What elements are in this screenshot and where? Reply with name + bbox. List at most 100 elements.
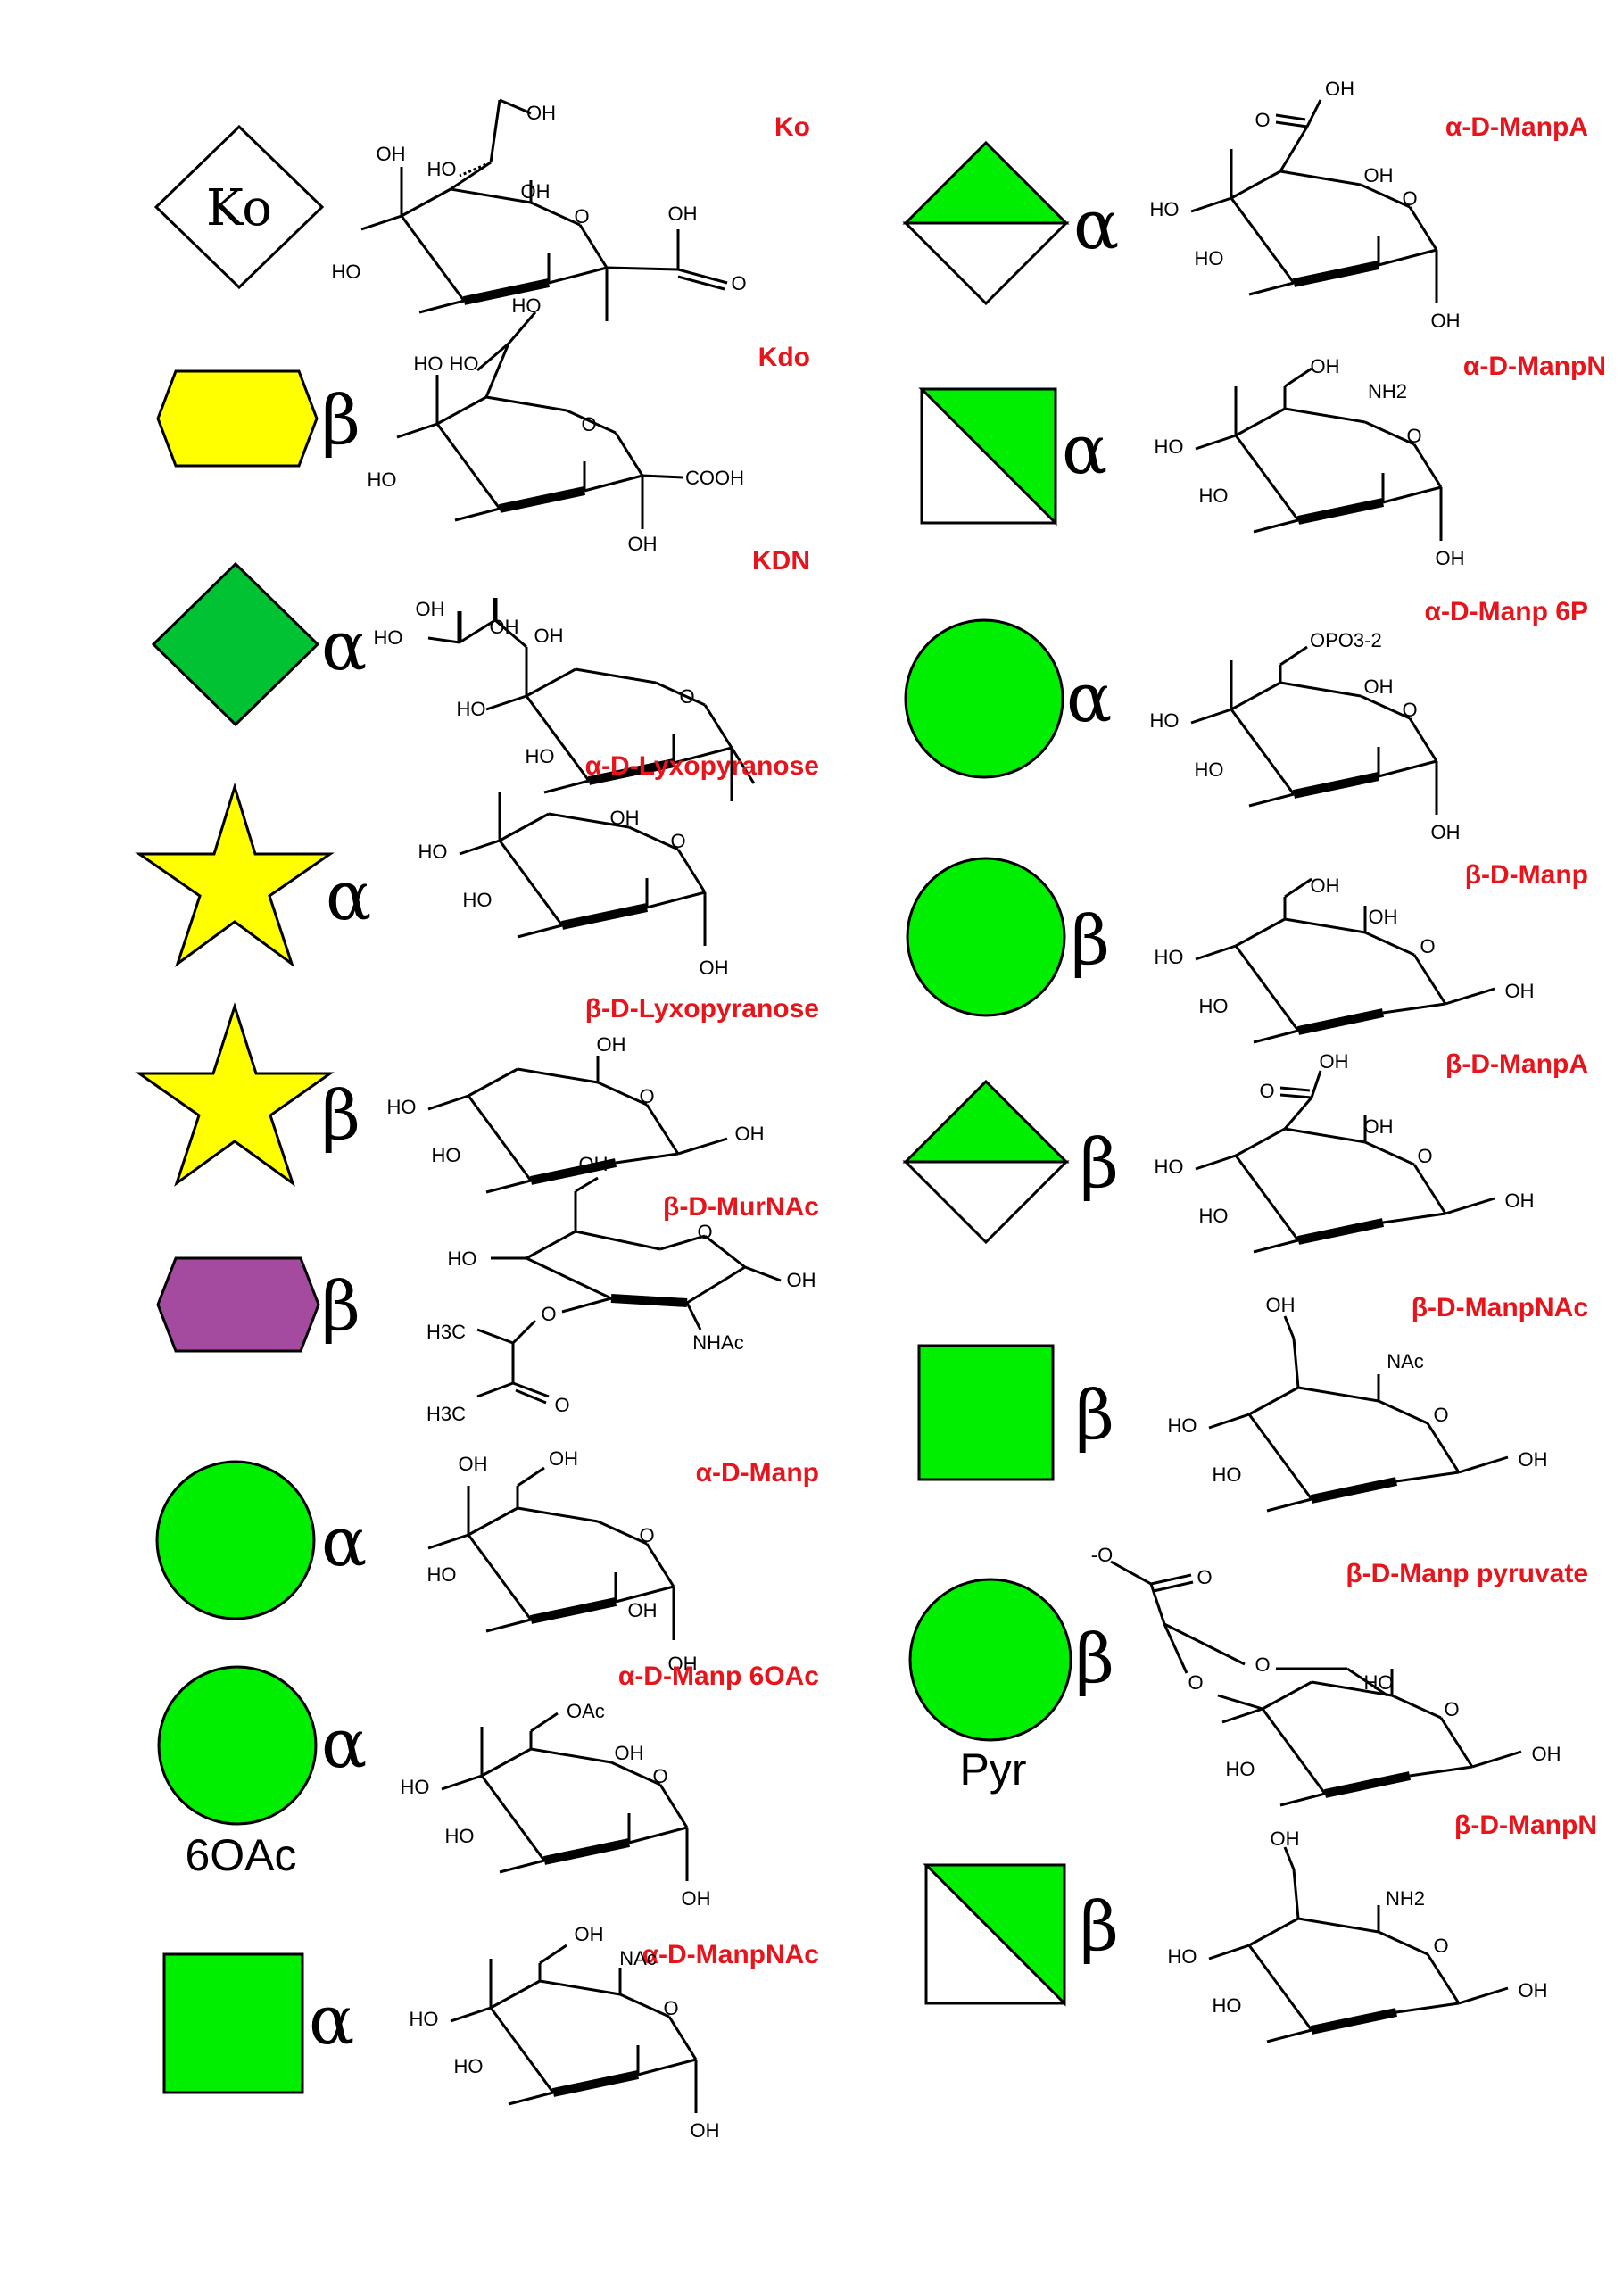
b-manpnac-oh-label: OH xyxy=(1266,1294,1296,1316)
a-manp-row: α α-D-Manp OH OH HO O OH OH xyxy=(155,1447,819,1675)
kdo-ho-label: HO xyxy=(368,468,397,491)
b-manpnac-ho-label: HO xyxy=(1213,1463,1242,1486)
ko-oh-label: OH xyxy=(526,102,556,124)
ko-oh-label: OH xyxy=(668,203,698,225)
b-manppyr-o-label: O xyxy=(1197,1566,1212,1588)
a-manp6p-opo3-label: OPO3-2 xyxy=(1310,629,1382,651)
a-manp-oh-label: OH xyxy=(628,1599,658,1621)
a-manp6p-circle-symbol xyxy=(904,618,1064,779)
a-manpa-ring-o-label: O xyxy=(1402,187,1417,210)
b-manpa-oh-label: OH xyxy=(1505,1189,1535,1212)
a-manpn-ring-o-label: O xyxy=(1406,425,1421,447)
a-lyxo-ring-o-label: O xyxy=(670,830,685,852)
b-manpnac-oh-label: OH xyxy=(1519,1448,1548,1471)
a-manp6oac-ho-label: HO xyxy=(445,1825,475,1847)
b-murnac-ring-o-label: O xyxy=(697,1221,712,1243)
ko-oh-label: OH xyxy=(377,143,406,165)
a-manpn-oh-label: OH xyxy=(1311,355,1340,377)
b-manppyr-structure: O O O -O HO HO O OH xyxy=(1091,1544,1561,1805)
a-manpa-diamond-symbol-top xyxy=(902,140,1070,225)
kdo-name: Kdo xyxy=(758,343,810,372)
a-manpa-structure: O OH HO HO OH O OH xyxy=(1150,78,1461,332)
b-manpa-oh-label: OH xyxy=(1364,1115,1394,1138)
b-manpnac-square-symbol xyxy=(917,1344,1055,1481)
a-manp6p-oh-label: OH xyxy=(1364,676,1394,698)
b-manppyr-row: β Pyr β-D-Manp pyruvate O O O -O HO HO O… xyxy=(908,1544,1588,1805)
b-manp-ho-label: HO xyxy=(1199,995,1229,1017)
a-lyxo-oh-label: OH xyxy=(700,957,729,979)
b-manpa-ring-o-label: O xyxy=(1417,1145,1432,1167)
kdn-structure: OH OH HO OH HO HO O xyxy=(374,598,756,801)
a-manp6oac-structure: OAc HO HO OH O OH xyxy=(401,1700,711,1910)
b-manpa-name: β-D-ManpA xyxy=(1445,1049,1588,1079)
a-manpnac-oh-label: OH xyxy=(575,1923,604,1945)
b-lyxo-oh-label: OH xyxy=(597,1033,626,1056)
ko-ring-o-label: O xyxy=(574,205,589,228)
kdn-name: KDN xyxy=(752,546,810,576)
b-manp-ring-o-label: O xyxy=(1420,935,1435,957)
kdn-oh-label: OH xyxy=(416,598,445,620)
b-murnac-hexagon-symbol xyxy=(156,1256,320,1353)
a-manpn-row: α α-D-ManpN OH NH2 HO HO O OH xyxy=(918,352,1606,569)
a-manp6p-structure: OPO3-2 HO HO OH O OH xyxy=(1150,629,1461,843)
ko-structure: OH HO OH HO OH O OH O xyxy=(332,98,747,321)
b-manpnac-name: β-D-ManpNAc xyxy=(1412,1293,1588,1322)
b-manpa-o-label: O xyxy=(1259,1080,1274,1102)
b-murnac-o-label: O xyxy=(554,1394,569,1416)
a-manp6p-ho-label: HO xyxy=(1150,709,1180,732)
a-manpn-ho-label: HO xyxy=(1155,435,1184,458)
a-manp6oac-anomer-letter: α xyxy=(321,1703,367,1783)
a-manp6p-ring-o-label: O xyxy=(1402,699,1417,721)
a-manpnac-row: α α-D-ManpNAc OH NAc HO HO O OH xyxy=(162,1923,819,2142)
a-lyxo-ho-label: HO xyxy=(418,841,448,863)
b-lyxo-ring-o-label: O xyxy=(639,1085,654,1107)
b-manp-ho-label: HO xyxy=(1155,946,1184,968)
a-manpn-anomer-letter: α xyxy=(1062,410,1107,489)
b-manpnac-nac-label: NAc xyxy=(1387,1350,1424,1372)
b-lyxo-ho-label: HO xyxy=(387,1096,417,1118)
ko-oh-label: OH xyxy=(521,180,551,203)
a-lyxo-ho-label: HO xyxy=(463,889,493,911)
b-manpnac-ho-label: HO xyxy=(1168,1414,1197,1437)
kdo-oh-label: OH xyxy=(628,533,658,555)
ko-name: Ko xyxy=(774,112,810,142)
b-murnac-structure: HO OH O OH NHAc O H3C H3C O xyxy=(426,1153,816,1425)
b-manp-anomer-letter: β xyxy=(1071,900,1110,980)
a-manpa-anomer-letter: α xyxy=(1073,185,1119,264)
b-manppyr-o-label: O xyxy=(1188,1671,1203,1694)
a-manpn-structure: OH NH2 HO HO O OH xyxy=(1155,355,1465,569)
a-manpa-oh-label: OH xyxy=(1364,164,1394,186)
a-manpa-ho-label: HO xyxy=(1195,247,1224,269)
a-manp-ring-o-label: O xyxy=(639,1524,654,1546)
b-murnac-anomer-letter: β xyxy=(321,1266,360,1346)
kdn-row: α KDN OH OH HO OH HO HO O xyxy=(151,546,810,801)
a-manp6oac-row: α 6OAc α-D-Manp 6OAc OAc HO HO OH O OH xyxy=(157,1662,819,1910)
b-manpa-row: β β-D-ManpA O OH HO HO OH O OH xyxy=(902,1049,1588,1252)
a-manp6oac-ho-label: HO xyxy=(401,1776,430,1798)
b-manpnac-anomer-letter: β xyxy=(1075,1375,1114,1455)
b-murnac-o-label: O xyxy=(541,1303,556,1325)
a-manp6oac-oh-label: OH xyxy=(682,1887,711,1910)
a-manp-structure: OH OH HO O OH OH xyxy=(427,1447,698,1675)
b-manppyr-circle-symbol xyxy=(908,1578,1072,1742)
b-manpn-structure: OH NH2 HO HO O OH xyxy=(1168,1828,1548,2042)
b-manppyr-ho-label: HO xyxy=(1226,1758,1255,1780)
ko-ho-label: HO xyxy=(427,158,457,180)
kdn-oh-label: OH xyxy=(490,616,519,638)
a-manpnac-ring-o-label: O xyxy=(663,1997,678,2019)
kdo-row: β Kdo HO HO HO HO O COOH OH xyxy=(156,294,810,555)
a-manpn-ho-label: HO xyxy=(1199,485,1229,507)
b-manppyr-anomer-letter: β xyxy=(1075,1619,1114,1698)
a-manpn-nh2-label: NH2 xyxy=(1368,380,1407,402)
b-manpnac-row: β β-D-ManpNAc OH NAc HO HO O OH xyxy=(917,1293,1588,1511)
a-manp6oac-oac-label: OAc xyxy=(567,1700,605,1722)
a-manpnac-ho-label: HO xyxy=(454,2055,484,2077)
b-manppyr-ring-o-label: O xyxy=(1444,1698,1459,1720)
a-manp6oac-symbol-sublabel: 6OAc xyxy=(185,1830,296,1880)
a-manp6oac-circle-symbol xyxy=(157,1665,318,1826)
b-murnac-nhac-label: NHAc xyxy=(692,1331,743,1354)
b-lyxo-structure: HO HO OH O OH xyxy=(387,1033,765,1192)
b-manppyr-oh-label: OH xyxy=(1532,1743,1561,1765)
a-manpa-diamond-symbol-bottom xyxy=(902,221,1070,306)
